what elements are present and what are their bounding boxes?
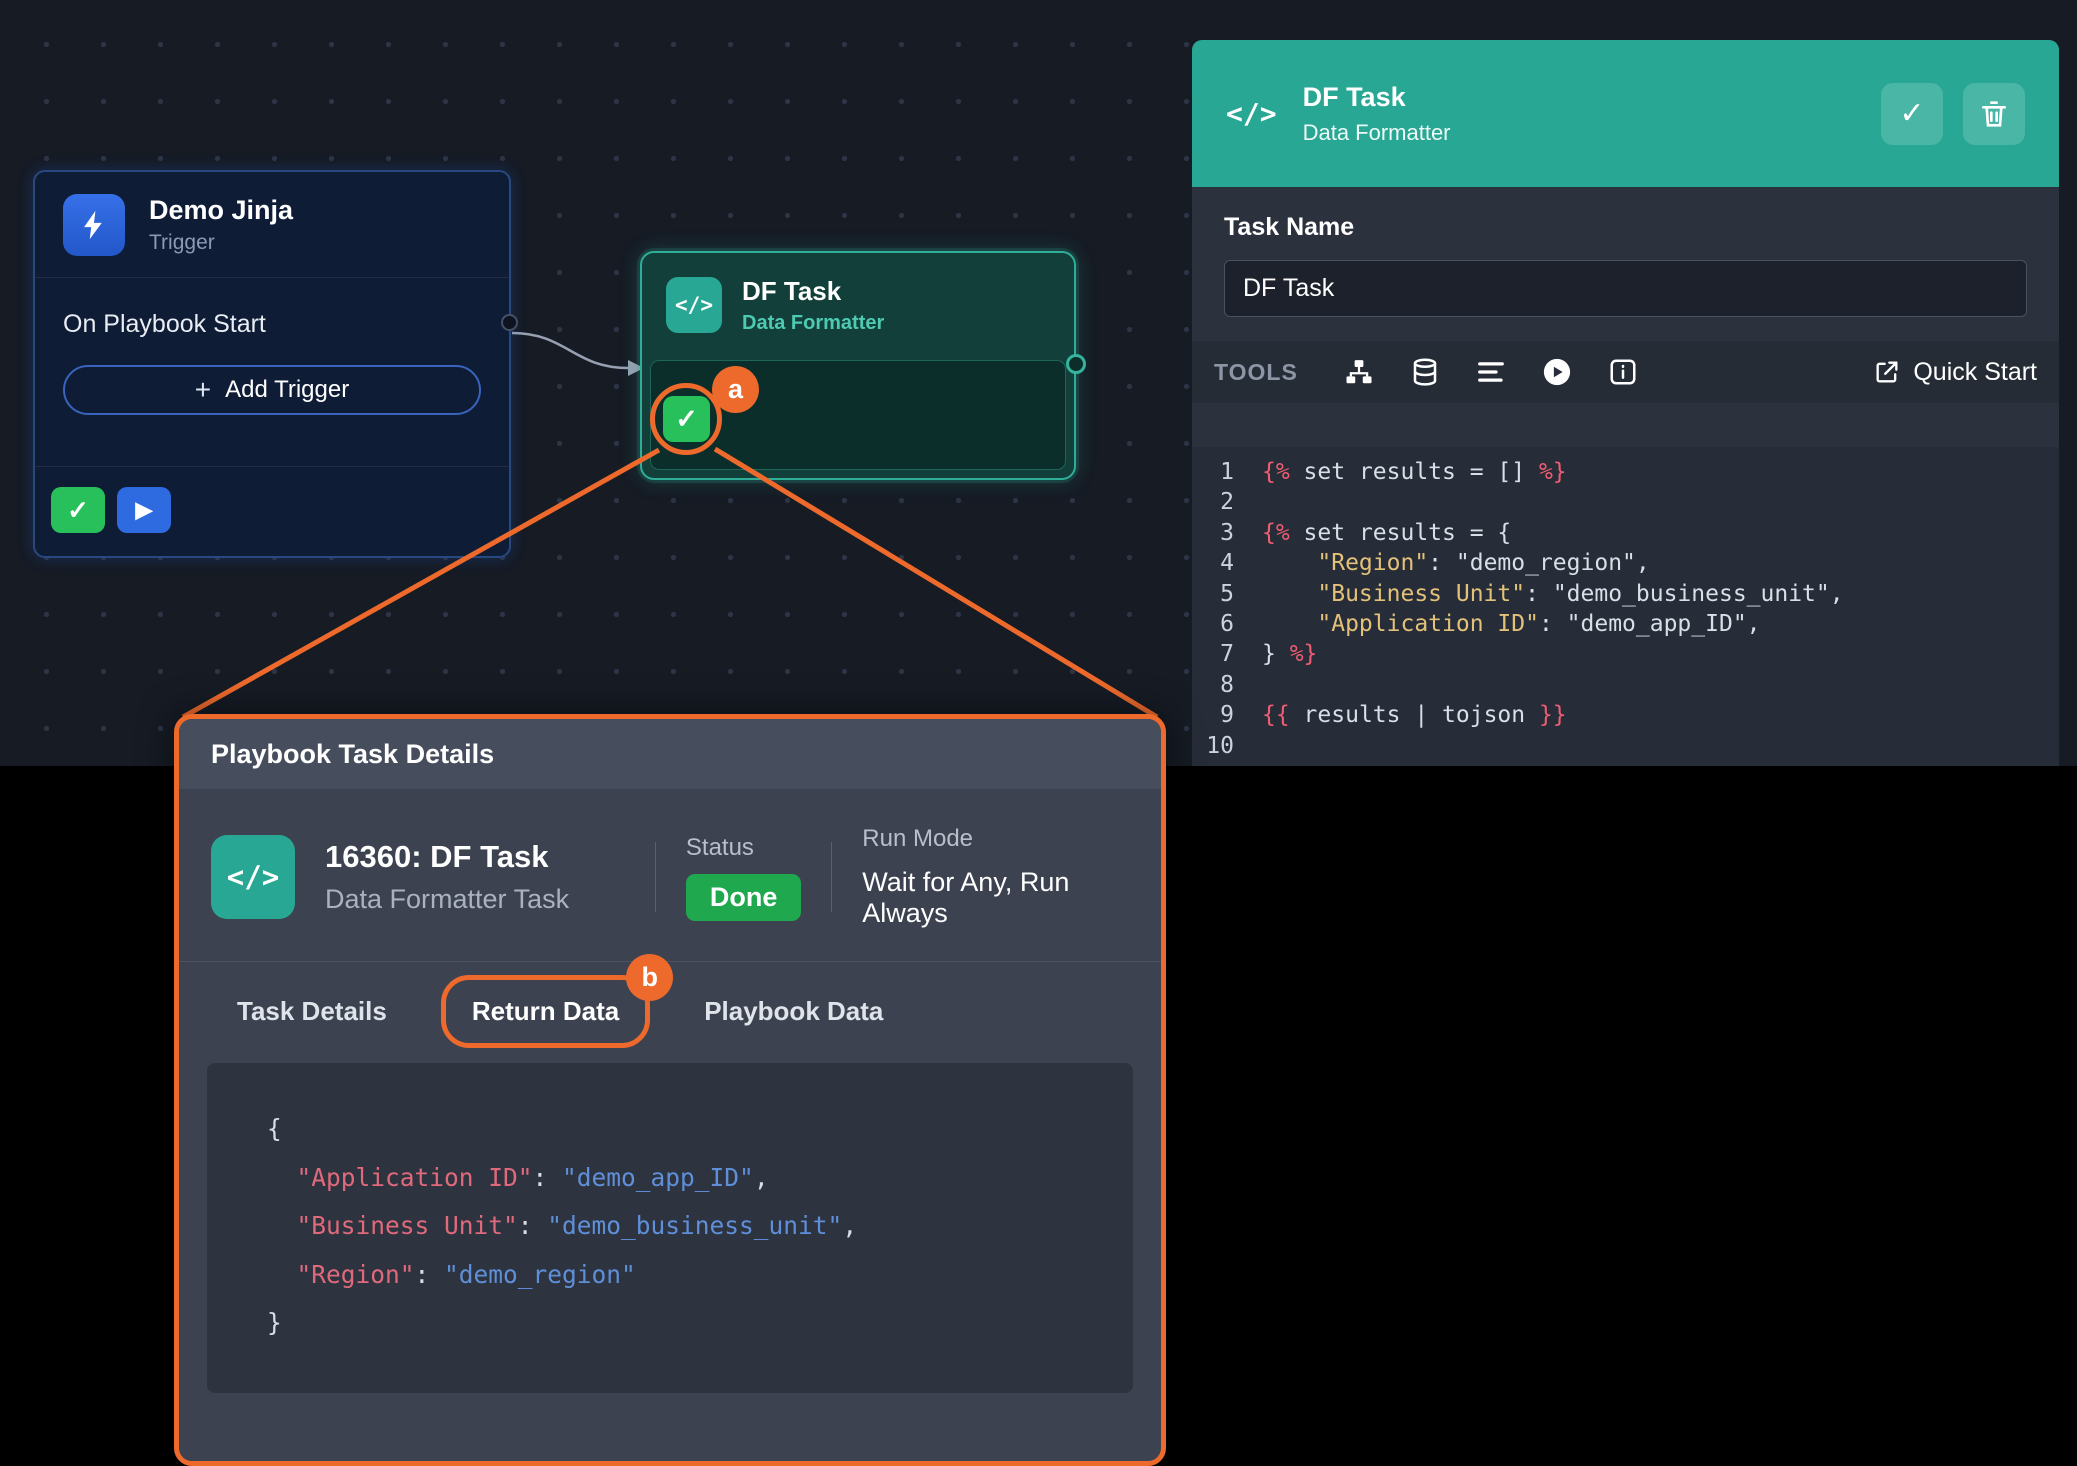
editor-line: 9{{ results | tojson }}	[1220, 702, 1567, 729]
editor-line: 4 "Region": "demo_region",	[1220, 550, 1650, 577]
status-label: Status	[685, 833, 754, 861]
plus-icon: +	[194, 374, 212, 405]
tools-label: TOOLS	[1214, 358, 1298, 385]
check-icon: ✓	[1899, 97, 1925, 130]
align-lines-icon[interactable]	[1476, 357, 1506, 387]
modal-task-subtitle: Data Formatter Task	[325, 884, 570, 914]
validate-button[interactable]: ✓	[51, 487, 105, 533]
json-line: "Application ID": "demo_app_ID",	[296, 1162, 769, 1192]
task-name-label: Task Name	[1224, 213, 1355, 241]
editor-line: 10	[1206, 732, 1234, 759]
output-port[interactable]	[1066, 354, 1086, 374]
annotation-ring-a	[650, 383, 722, 455]
modal-task-title: 16360: DF Task	[325, 839, 549, 874]
divider	[831, 842, 833, 912]
task-config-panel: </> DF Task Data Formatter ✓ Task Name T…	[1192, 40, 2059, 766]
divider	[655, 842, 656, 912]
hierarchy-icon[interactable]	[1344, 357, 1374, 387]
panel-subtitle: Data Formatter	[1302, 119, 1451, 145]
trigger-subtitle: Trigger	[149, 230, 215, 254]
external-link-icon	[1876, 361, 1898, 383]
trigger-node-header: Demo Jinja Trigger	[35, 172, 509, 278]
task-name-input[interactable]	[1224, 260, 2027, 317]
lightning-bolt-icon	[63, 193, 125, 256]
panel-title: DF Task	[1302, 81, 1406, 112]
status-badge: Done	[685, 873, 802, 921]
editor-line: 1{% set results = [] %}	[1220, 459, 1567, 485]
editor-line: 2	[1220, 489, 1234, 516]
annotation-badge-a: a	[712, 366, 759, 413]
modal-title: Playbook Task Details	[179, 719, 1161, 789]
task-node-subtitle: Data Formatter	[742, 311, 885, 334]
delete-button[interactable]	[1963, 82, 2025, 145]
play-icon: ▶	[135, 497, 153, 522]
add-trigger-button[interactable]: + Add Trigger	[63, 365, 481, 415]
info-icon[interactable]	[1608, 357, 1638, 387]
trigger-title: Demo Jinja	[149, 194, 294, 225]
tab-task-details[interactable]: Task Details	[237, 996, 387, 1026]
play-circle-icon[interactable]	[1542, 357, 1572, 387]
editor-line: 5 "Business Unit": "demo_business_unit",	[1220, 580, 1844, 607]
trigger-row-label: On Playbook Start	[63, 302, 518, 365]
json-line: "Region": "demo_region"	[296, 1259, 636, 1289]
annotation-badge-b: b	[626, 954, 674, 1001]
run-mode-value: Wait for Any, Run Always	[862, 867, 1070, 928]
code-editor-lines: 1{% set results = [] %} 2 3{% set results…	[1192, 457, 2059, 761]
editor-line: 7} %}	[1220, 641, 1318, 668]
code-icon: </>	[1226, 97, 1277, 130]
output-port[interactable]	[501, 314, 518, 331]
code-icon: </>	[211, 835, 295, 919]
quick-start-link[interactable]: Quick Start	[1873, 358, 2037, 387]
json-line: "Business Unit": "demo_business_unit",	[296, 1211, 858, 1240]
tab-playbook-data[interactable]: Playbook Data	[704, 996, 884, 1026]
jinja-code-editor[interactable]: 1{% set results = [] %} 2 3{% set results…	[1192, 447, 2059, 766]
code-icon: </>	[666, 277, 722, 333]
return-data-code: { "Application ID": "demo_app_ID", "Busi…	[207, 1063, 1133, 1393]
trash-icon	[1982, 100, 2006, 127]
json-line: }	[267, 1308, 282, 1337]
editor-line: 8	[1220, 671, 1234, 698]
run-button[interactable]: ▶	[117, 487, 171, 533]
editor-line: 6 "Application ID": "demo_app_ID",	[1220, 611, 1761, 638]
database-icon[interactable]	[1410, 357, 1440, 387]
panel-header: </> DF Task Data Formatter ✓	[1192, 40, 2059, 187]
check-icon: ✓	[67, 494, 89, 525]
confirm-button[interactable]: ✓	[1881, 82, 1943, 145]
task-node-title: DF Task	[742, 275, 842, 306]
run-mode-label: Run Mode	[862, 825, 974, 852]
editor-line: 3{% set results = {	[1220, 519, 1512, 546]
tools-bar: TOOLS Quick Start	[1192, 341, 2059, 403]
task-node-header: </> DF Task Data Formatter	[642, 253, 1074, 357]
trigger-node-demo-jinja[interactable]: Demo Jinja Trigger On Playbook Start + A…	[33, 170, 518, 558]
playbook-task-details-modal: Playbook Task Details </> 16360: DF Task…	[174, 714, 1166, 1466]
json-line: {	[267, 1114, 282, 1143]
